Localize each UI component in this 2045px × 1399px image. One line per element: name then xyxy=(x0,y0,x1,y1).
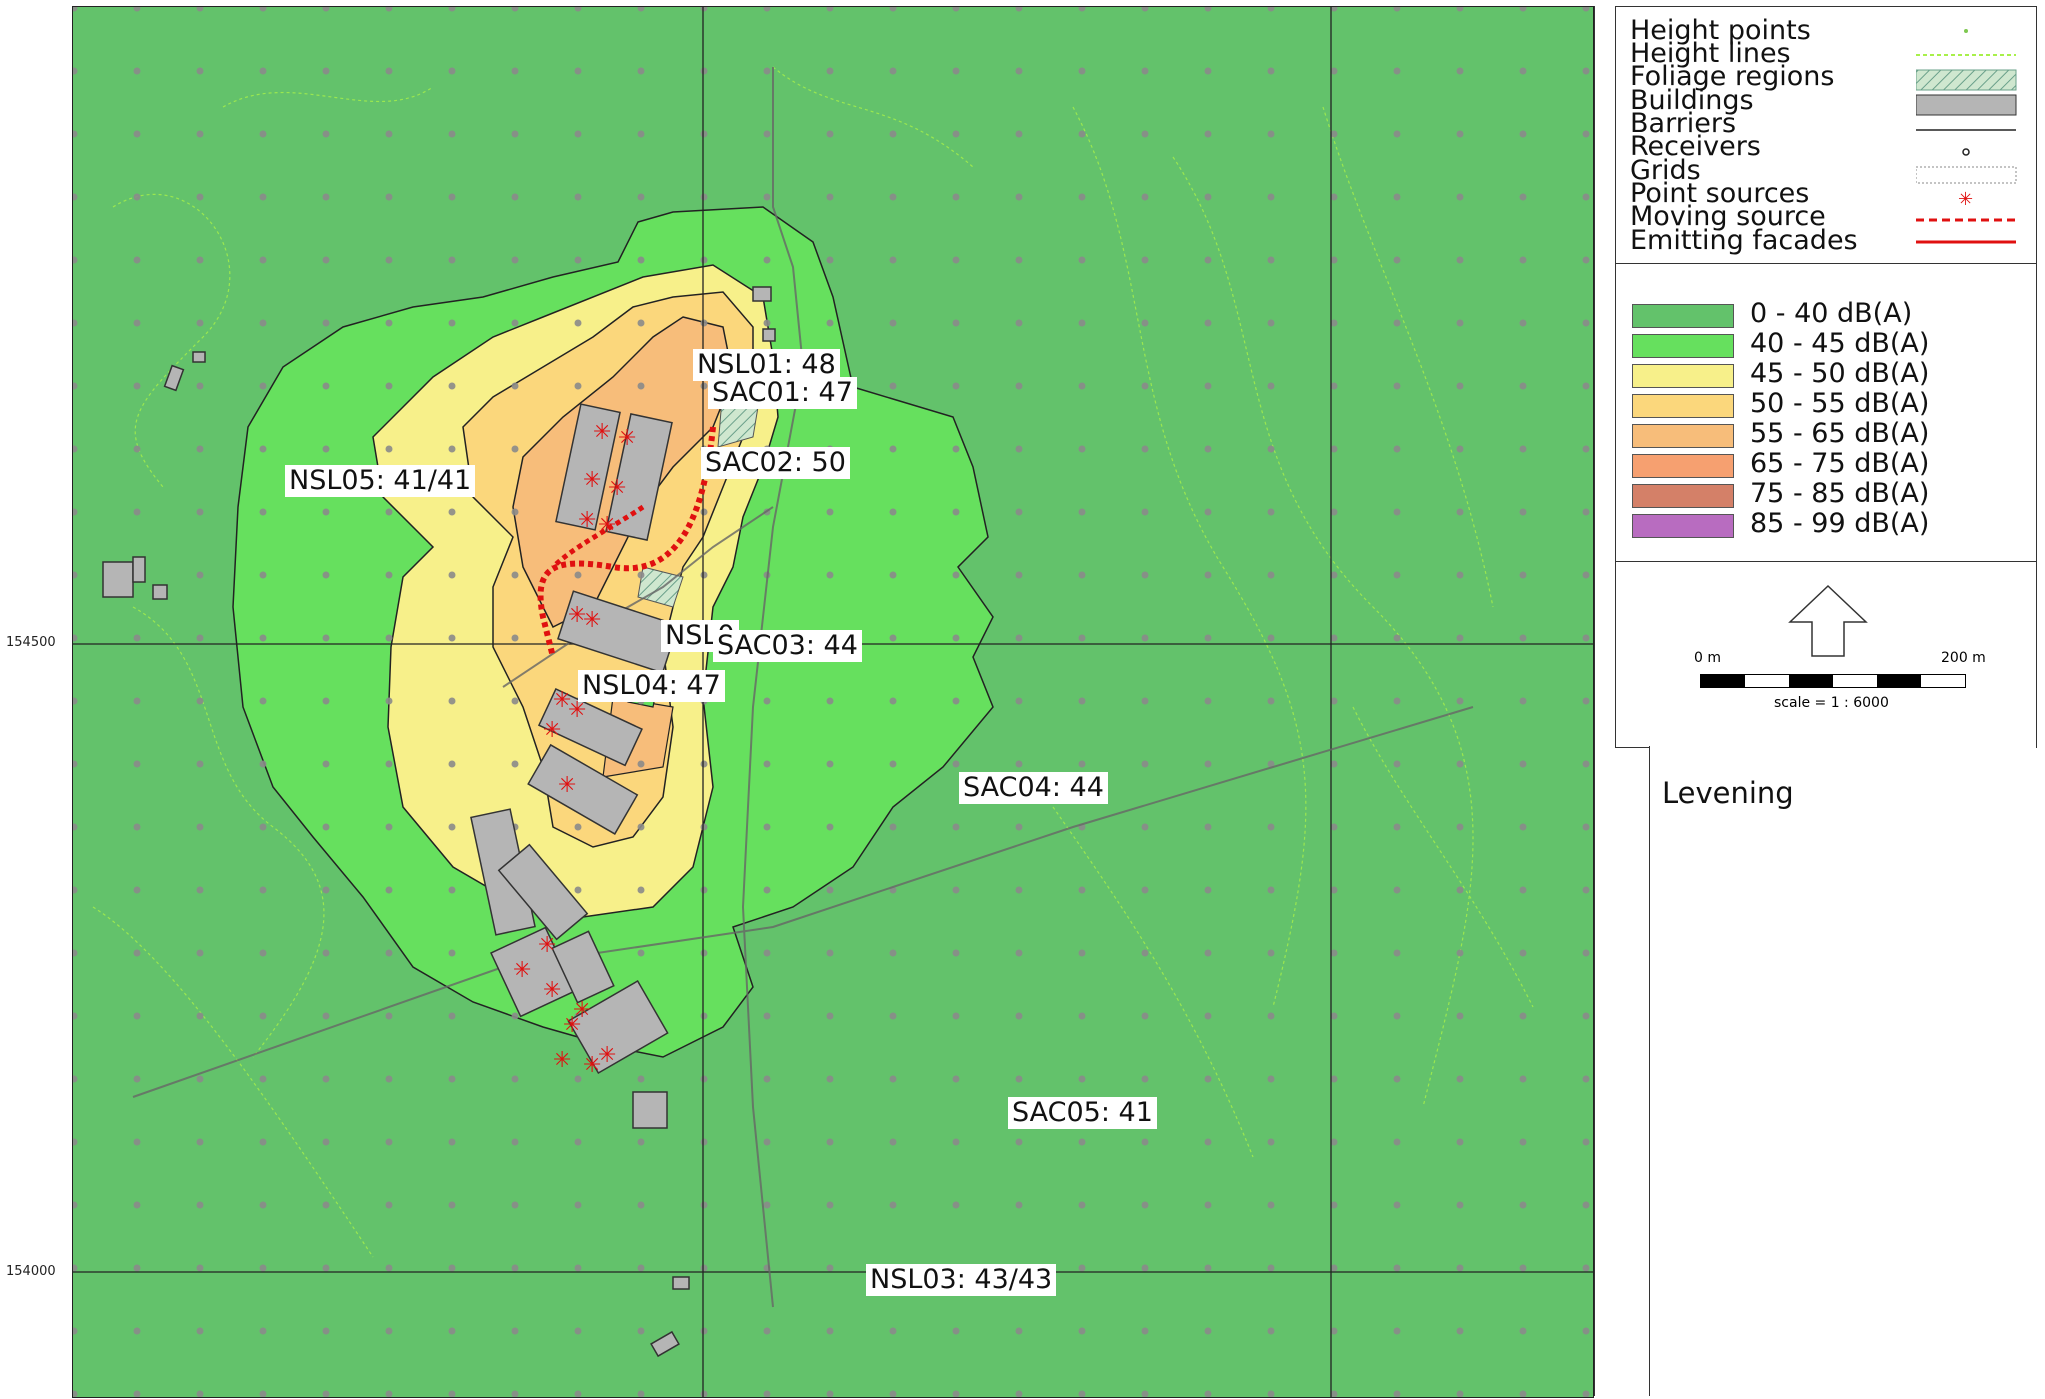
coord-label-154000: 154000 xyxy=(6,1264,56,1279)
building-icon xyxy=(1916,94,2017,116)
legend-height-lines: Height lines xyxy=(1630,38,1791,69)
legend-emitting-facades: Emitting facades xyxy=(1630,225,1858,256)
class-swatch-7 xyxy=(1632,514,1734,538)
svg-text:✳: ✳ xyxy=(538,933,556,958)
legend-classes: 0 - 40 dB(A) 40 - 45 dB(A) 45 - 50 dB(A)… xyxy=(1616,264,2036,562)
class-label-6: 75 - 85 dB(A) xyxy=(1750,478,1930,509)
svg-text:✳: ✳ xyxy=(513,958,531,983)
point-sources: ✳✳ ✳✳ ✳✳ ✳✳ ✳✳ ✳✳ ✳✳ ✳✳ ✳✳ ✳✳ xyxy=(513,420,636,1078)
svg-text:✳: ✳ xyxy=(553,1048,571,1073)
scale-ratio: scale = 1 : 6000 xyxy=(1774,695,1889,711)
scale-end-label: 200 m xyxy=(1941,650,1986,666)
legend-grids: Grids xyxy=(1630,155,1701,186)
class-label-1: 40 - 45 dB(A) xyxy=(1750,328,1930,359)
receiver-label-sac04[interactable]: SAC04: 44 xyxy=(959,772,1108,804)
svg-text:✳: ✳ xyxy=(543,978,561,1003)
receiver-label-nsl01[interactable]: NSL01: 48 xyxy=(693,349,840,381)
buildings xyxy=(102,286,776,1358)
class-label-7: 85 - 99 dB(A) xyxy=(1750,508,1930,539)
receiver-label-sac05[interactable]: SAC05: 41 xyxy=(1008,1097,1157,1129)
svg-text:✳: ✳ xyxy=(563,1013,581,1038)
svg-text:✳: ✳ xyxy=(618,426,636,451)
grid-points xyxy=(73,7,1593,1397)
north-arrow-icon xyxy=(1788,584,1868,657)
svg-text:✳: ✳ xyxy=(598,513,616,538)
height-point-icon xyxy=(1964,29,1968,33)
class-swatch-4 xyxy=(1632,424,1734,448)
lower-panel: Levening xyxy=(1649,746,2036,1396)
class-label-5: 65 - 75 dB(A) xyxy=(1750,448,1930,479)
legend-point-sources: Point sources xyxy=(1630,178,1810,209)
class-label-4: 55 - 65 dB(A) xyxy=(1750,418,1930,449)
scale-bar xyxy=(1700,674,1966,688)
svg-text:✳: ✳ xyxy=(568,603,586,628)
legend-foliage: Foliage regions xyxy=(1630,61,1835,92)
svg-text:✳: ✳ xyxy=(553,688,571,713)
scale-start-label: 0 m xyxy=(1694,650,1721,666)
foliage-icon xyxy=(1916,69,2017,91)
noise-map[interactable]: ✳✳ ✳✳ ✳✳ ✳✳ ✳✳ ✳✳ ✳✳ ✳✳ ✳✳ ✳✳ NSL01: 48 … xyxy=(72,6,1594,1398)
legend-barriers: Barriers xyxy=(1630,108,1737,139)
class-swatch-6 xyxy=(1632,484,1734,508)
svg-text:✳: ✳ xyxy=(558,773,576,798)
svg-text:✳: ✳ xyxy=(583,608,601,633)
legend-height-points: Height points xyxy=(1630,15,1811,46)
svg-text:✳: ✳ xyxy=(583,468,601,493)
class-label-0: 0 - 40 dB(A) xyxy=(1750,298,1913,329)
svg-text:✳: ✳ xyxy=(568,698,586,723)
receiver-label-sac02[interactable]: SAC02: 50 xyxy=(701,447,850,479)
class-swatch-0 xyxy=(1632,304,1734,328)
svg-text:✳: ✳ xyxy=(578,508,596,533)
receiver-label-nsl03[interactable]: NSL03: 43/43 xyxy=(866,1264,1057,1296)
class-swatch-1 xyxy=(1632,334,1734,358)
legend-receivers: Receivers xyxy=(1630,131,1761,162)
legend-symbols: Height points Height lines Foliage regio… xyxy=(1616,7,2036,264)
class-swatch-2 xyxy=(1632,364,1734,388)
receiver-label-sac01[interactable]: SAC01: 47 xyxy=(708,377,857,409)
receiver-icon xyxy=(1962,148,1970,156)
coord-label-154500: 154500 xyxy=(6,635,56,650)
svg-text:✳: ✳ xyxy=(598,1043,616,1068)
grid-icon xyxy=(1916,166,2017,184)
svg-text:✳: ✳ xyxy=(583,1053,601,1078)
receiver-label-nsl04[interactable]: NSL04: 47 xyxy=(578,670,725,702)
receiver-label-sac03[interactable]: SAC03: 44 xyxy=(713,630,862,662)
svg-text:✳: ✳ xyxy=(573,998,591,1023)
class-label-2: 45 - 50 dB(A) xyxy=(1750,358,1930,389)
class-label-3: 50 - 55 dB(A) xyxy=(1750,388,1930,419)
legend-moving-source: Moving source xyxy=(1630,201,1826,232)
legend-symbol-column: ✳ xyxy=(1916,29,2017,244)
point-source-icon: ✳ xyxy=(1958,189,1973,210)
class-swatch-3 xyxy=(1632,394,1734,418)
moving-source xyxy=(537,426,716,658)
legend-panel: Height points Height lines Foliage regio… xyxy=(1615,6,2037,748)
moving-source-2 xyxy=(551,504,645,569)
legend-orientation: 0 m 200 m scale = 1 : 6000 xyxy=(1616,562,2036,747)
noise-contour-map: ✳✳ ✳✳ ✳✳ ✳✳ ✳✳ ✳✳ ✳✳ ✳✳ ✳✳ ✳✳ xyxy=(73,7,1593,1397)
legend-buildings: Buildings xyxy=(1630,85,1754,116)
svg-text:✳: ✳ xyxy=(593,420,611,445)
svg-text:✳: ✳ xyxy=(608,476,626,501)
roads xyxy=(132,67,1474,1308)
side-strip xyxy=(1594,6,1615,1396)
receiver-label-nsl05[interactable]: NSL05: 41/41 xyxy=(285,465,476,497)
class-swatch-5 xyxy=(1632,454,1734,478)
svg-text:✳: ✳ xyxy=(543,718,561,743)
panel-title: Levening xyxy=(1662,776,1794,810)
